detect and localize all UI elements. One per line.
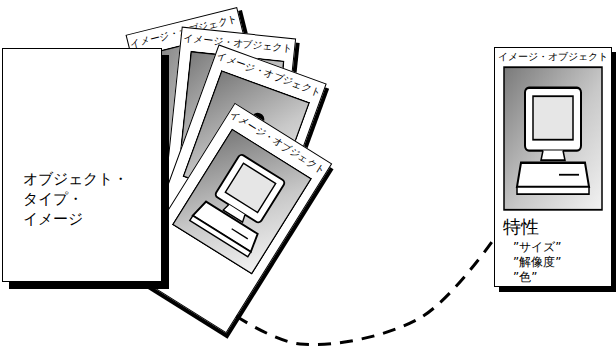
card-title: イメージ・オブジェクト	[495, 51, 611, 62]
illustration	[503, 66, 603, 211]
property-heading: 特性	[503, 216, 593, 238]
box-label: オブジェクト・ タイプ・ イメージ	[23, 169, 143, 229]
property-list: ”サイズ” ”解像度” ”色”	[513, 240, 583, 285]
image-object-detail-card: イメージ・オブジェクト特性”サイズ” ”解像度” ”色”	[494, 47, 612, 287]
object-type-box: オブジェクト・ タイプ・ イメージ	[2, 48, 162, 282]
illustration-art	[504, 67, 602, 210]
